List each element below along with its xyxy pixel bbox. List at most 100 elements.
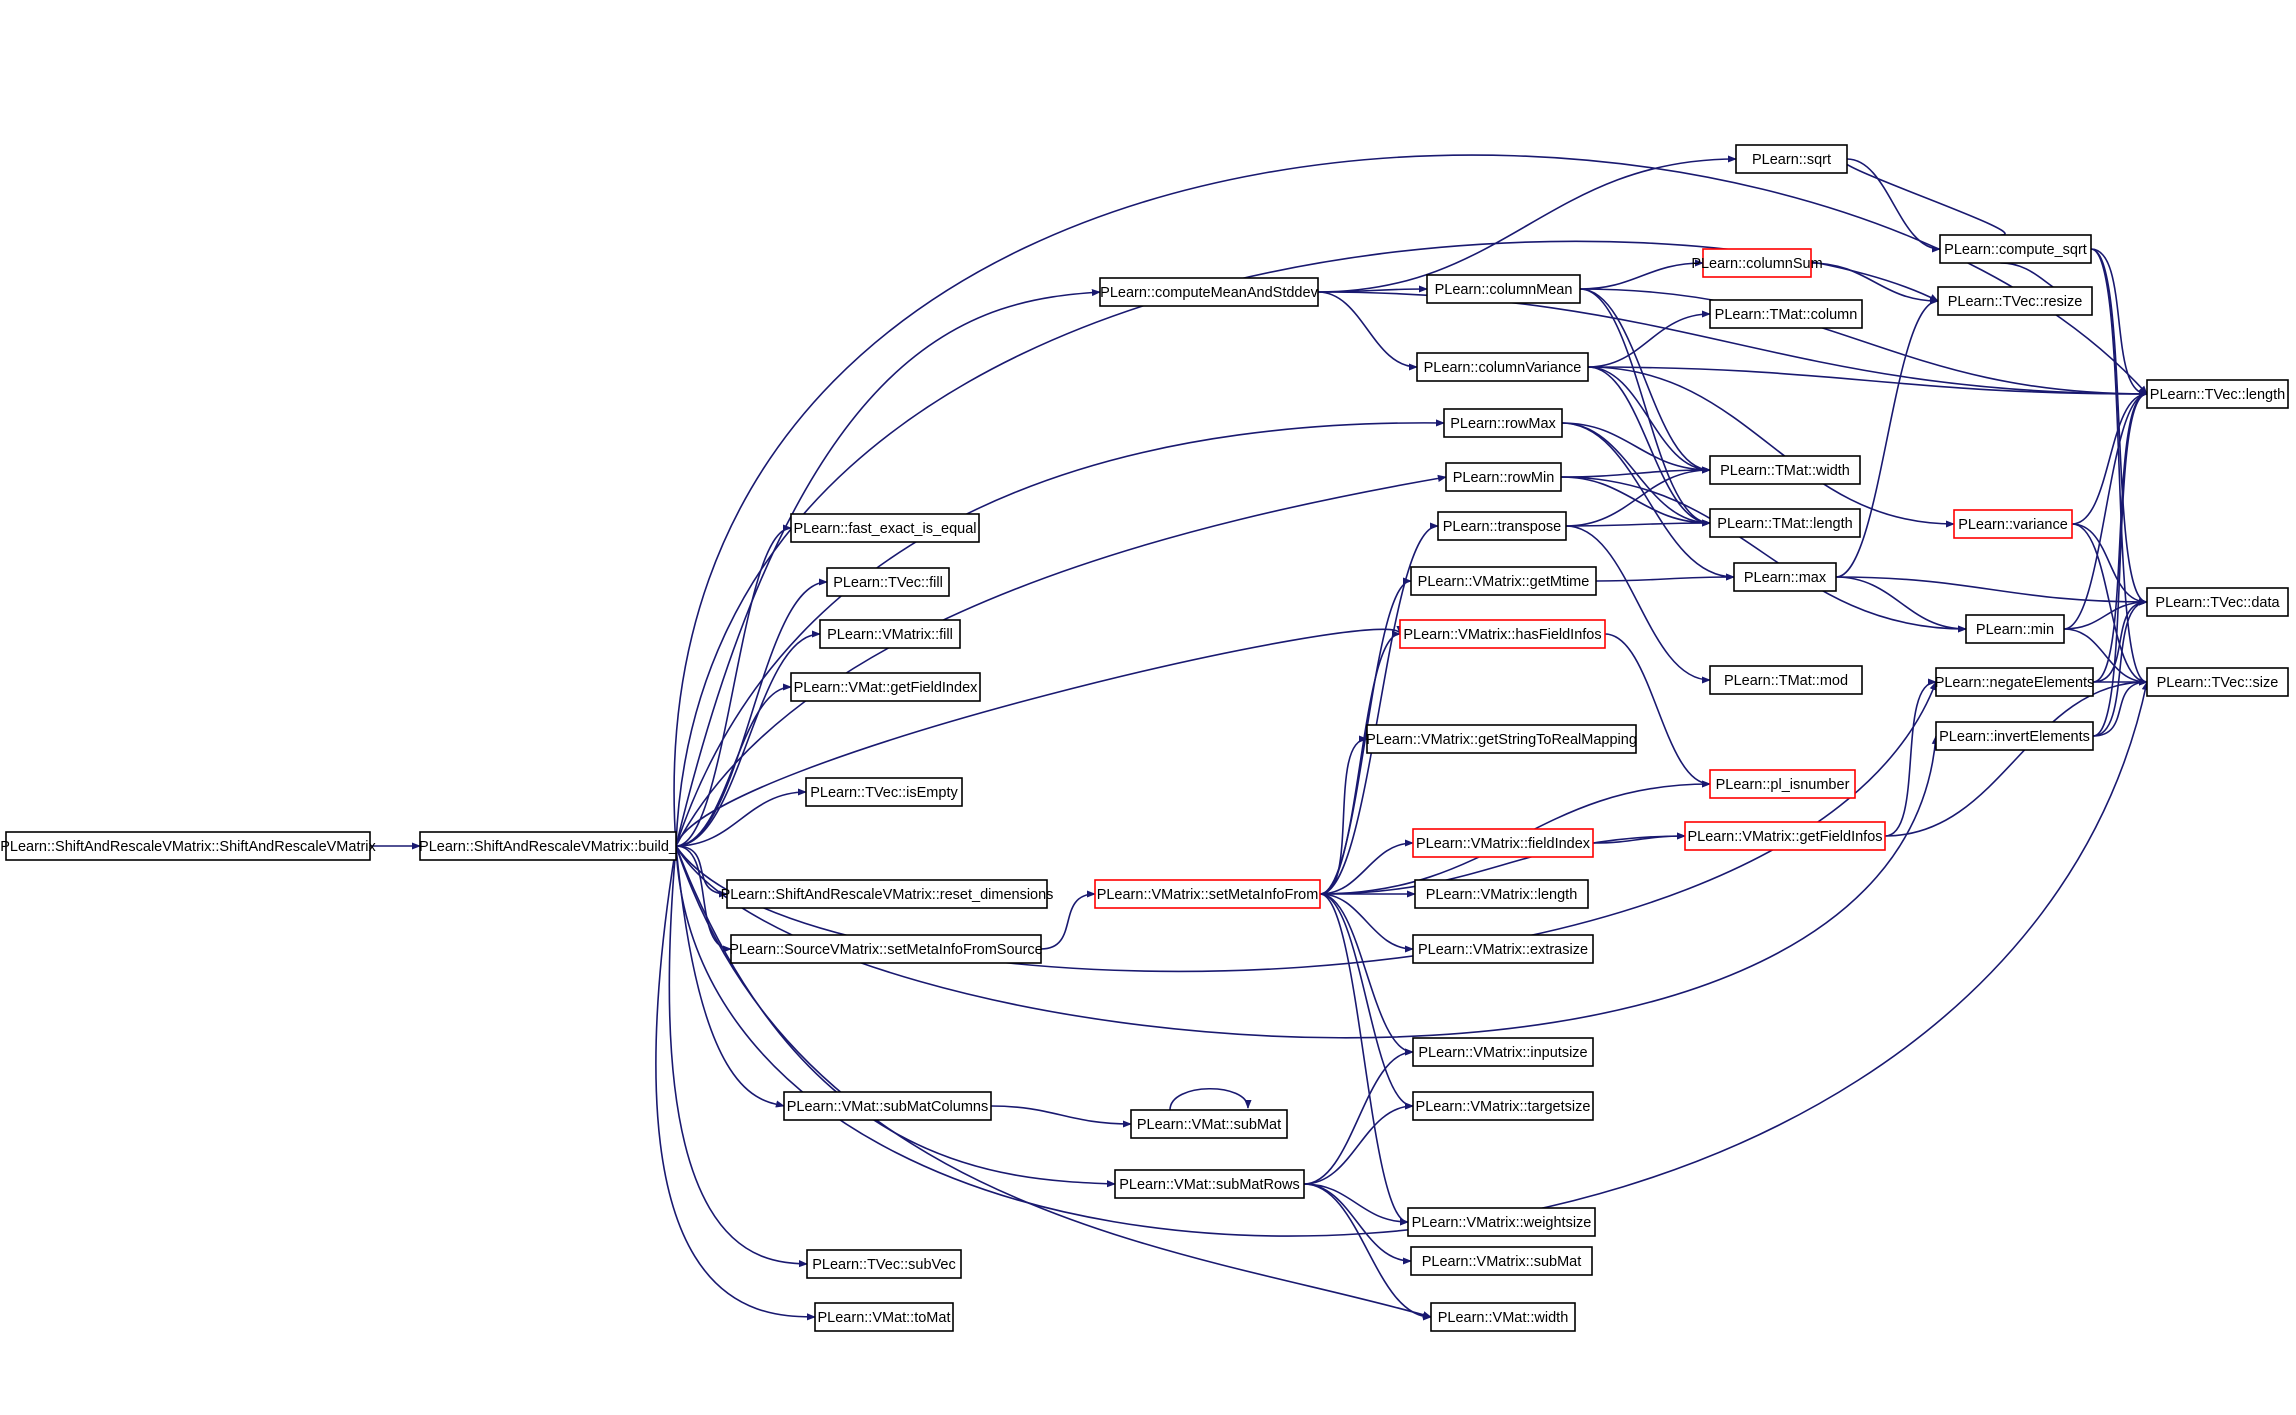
node-plearn-vmatrix-fill[interactable]: PLearn::VMatrix::fill xyxy=(819,619,961,649)
edge-n15-to-n35 xyxy=(1587,366,1711,474)
node-plearn-vmat-submat[interactable]: PLearn::VMat::subMat xyxy=(1130,1109,1288,1139)
edge-n32-to-n41 xyxy=(1846,158,1941,253)
node-box xyxy=(419,831,677,861)
node-plearn-columnmean[interactable]: PLearn::columnMean xyxy=(1426,274,1581,304)
node-plearn-vmatrix-inputsize[interactable]: PLearn::VMatrix::inputsize xyxy=(1412,1037,1594,1067)
node-plearn-columnsum[interactable]: PLearn::columnSum xyxy=(1691,248,1823,278)
node-plearn-tvec-data[interactable]: PLearn::TVec::data xyxy=(2146,587,2289,617)
edge-n18-to-n35 xyxy=(1565,466,1711,527)
node-plearn-shiftandrescalevmatrix-reset-dimensions[interactable]: PLearn::ShiftAndRescaleVMatrix::reset_di… xyxy=(721,879,1054,909)
edge-n11-to-n26 xyxy=(1303,1048,1414,1185)
edge-n37-to-n48 xyxy=(1835,576,2148,606)
node-label: PLearn::VMatrix::weightsize xyxy=(1412,1215,1592,1231)
node-plearn-tmat-length[interactable]: PLearn::TMat::length xyxy=(1709,508,1861,538)
node-label: PLearn::max xyxy=(1744,570,1827,586)
node-plearn-vmatrix-getmtime[interactable]: PLearn::VMatrix::getMtime xyxy=(1410,566,1597,596)
node-box xyxy=(1094,879,1321,909)
node-plearn-negateelements[interactable]: PLearn::negateElements xyxy=(1935,667,2095,697)
edge-n44-to-n49 xyxy=(2063,628,2148,686)
edge-n10-to-n28 xyxy=(990,1105,1132,1128)
edge-n41-to-n47 xyxy=(2090,248,2148,398)
node-box xyxy=(1099,277,1319,307)
edge-n23-to-n25 xyxy=(1319,893,1414,953)
node-box xyxy=(2146,379,2289,409)
node-plearn-vmatrix-submat[interactable]: PLearn::VMatrix::subMat xyxy=(1410,1246,1593,1276)
edge-n15-to-n47 xyxy=(1587,366,2148,398)
node-plearn-sourcevmatrix-setmetainfofromsource[interactable]: PLearn::SourceVMatrix::setMetaInfoFromSo… xyxy=(729,934,1043,964)
node-plearn-vmatrix-length[interactable]: PLearn::VMatrix::length xyxy=(1414,879,1589,909)
node-plearn-vmatrix-hasfieldinfos[interactable]: PLearn::VMatrix::hasFieldInfos xyxy=(1399,619,1606,649)
edge-n11-to-n30 xyxy=(1303,1183,1412,1265)
node-plearn-computemeanandstddev[interactable]: PLearn::computeMeanAndStddev xyxy=(1099,277,1319,307)
node-plearn-vmatrix-getstringtorealmapping[interactable]: PLearn::VMatrix::getStringToRealMapping xyxy=(1366,724,1637,754)
node-label: PLearn::TMat::length xyxy=(1717,516,1852,532)
node-plearn-sqrt[interactable]: PLearn::sqrt xyxy=(1735,144,1848,174)
node-box xyxy=(783,1091,992,1121)
node-box xyxy=(1965,614,2065,644)
node-label: PLearn::ShiftAndRescaleVMatrix::build_ xyxy=(419,839,678,855)
node-plearn-min[interactable]: PLearn::min xyxy=(1965,614,2065,644)
edge-n1-to-n6 xyxy=(675,683,792,847)
node-plearn-rowmax[interactable]: PLearn::rowMax xyxy=(1443,408,1563,438)
node-plearn-tvec-isempty[interactable]: PLearn::TVec::isEmpty xyxy=(805,777,963,807)
node-plearn-invertelements[interactable]: PLearn::invertElements xyxy=(1935,721,2094,751)
edge-n23-to-n40 xyxy=(1319,832,1686,895)
node-plearn-tmat-mod[interactable]: PLearn::TMat::mod xyxy=(1709,665,1863,695)
node-plearn-tmat-width[interactable]: PLearn::TMat::width xyxy=(1709,455,1861,485)
node-plearn-vmatrix-fieldindex[interactable]: PLearn::VMatrix::fieldIndex xyxy=(1412,828,1594,858)
node-box xyxy=(1702,248,1812,278)
node-plearn-pl-isnumber[interactable]: PLearn::pl_isnumber xyxy=(1709,769,1856,799)
node-label: PLearn::columnSum xyxy=(1691,256,1822,272)
node-label: PLearn::TVec::isEmpty xyxy=(810,785,958,801)
edges-layer xyxy=(370,154,2149,1321)
edge-n41-to-n49 xyxy=(2090,248,2148,686)
node-plearn-rowmin[interactable]: PLearn::rowMin xyxy=(1445,462,1562,492)
edge-n1-to-n17 xyxy=(675,474,1447,847)
node-plearn-transpose[interactable]: PLearn::transpose xyxy=(1437,511,1567,541)
node-plearn-vmatrix-setmetainfofrom[interactable]: PLearn::VMatrix::setMetaInfoFrom xyxy=(1094,879,1321,909)
node-plearn-tvec-subvec[interactable]: PLearn::TVec::subVec xyxy=(806,1249,962,1279)
node-plearn-vmat-getfieldindex[interactable]: PLearn::VMat::getFieldIndex xyxy=(790,672,981,702)
node-plearn-shiftandrescalevmatrix-shiftandrescalevmatrix[interactable]: PLearn::ShiftAndRescaleVMatrix::ShiftAnd… xyxy=(0,831,377,861)
node-plearn-tvec-resize[interactable]: PLearn::TVec::resize xyxy=(1937,286,2093,316)
node-plearn-fast-exact-is-equal[interactable]: PLearn::fast_exact_is_equal xyxy=(790,513,980,543)
node-label: PLearn::VMatrix::setMetaInfoFrom xyxy=(1097,887,1319,903)
node-box xyxy=(1935,667,2094,697)
edge-n9-to-n23 xyxy=(1040,890,1096,950)
node-box xyxy=(1709,299,1863,329)
node-label: PLearn::VMatrix::subMat xyxy=(1422,1254,1582,1270)
node-box xyxy=(1412,934,1594,964)
node-plearn-vmat-tomat[interactable]: PLearn::VMat::toMat xyxy=(814,1302,954,1332)
node-plearn-vmatrix-extrasize[interactable]: PLearn::VMatrix::extrasize xyxy=(1412,934,1594,964)
node-plearn-vmat-submatcolumns[interactable]: PLearn::VMat::subMatColumns xyxy=(783,1091,992,1121)
node-box xyxy=(1410,566,1597,596)
node-plearn-tvec-size[interactable]: PLearn::TVec::size xyxy=(2146,667,2289,697)
edge-n16-to-n35 xyxy=(1561,422,1711,474)
node-plearn-vmat-submatrows[interactable]: PLearn::VMat::subMatRows xyxy=(1114,1169,1305,1199)
node-box xyxy=(1130,1109,1288,1139)
node-plearn-vmatrix-weightsize[interactable]: PLearn::VMatrix::weightsize xyxy=(1407,1207,1596,1237)
node-plearn-tvec-length[interactable]: PLearn::TVec::length xyxy=(2146,379,2289,409)
node-plearn-columnvariance[interactable]: PLearn::columnVariance xyxy=(1416,352,1589,382)
edge-n40-to-n49 xyxy=(1884,678,2148,837)
node-plearn-shiftandrescalevmatrix-build[interactable]: PLearn::ShiftAndRescaleVMatrix::build_ xyxy=(419,831,678,861)
node-box xyxy=(1445,462,1562,492)
edge-n23-to-n27 xyxy=(1319,893,1414,1110)
node-label: PLearn::computeMeanAndStddev xyxy=(1100,285,1318,301)
edge-n23-to-n29 xyxy=(1319,893,1409,1226)
node-label: PLearn::TMat::width xyxy=(1720,463,1850,479)
node-plearn-tvec-fill[interactable]: PLearn::TVec::fill xyxy=(826,567,950,597)
node-plearn-tmat-column[interactable]: PLearn::TMat::column xyxy=(1709,299,1863,329)
node-box xyxy=(1437,511,1567,541)
node-box xyxy=(1735,144,1848,174)
node-label: PLearn::VMat::getFieldIndex xyxy=(794,680,979,696)
node-plearn-vmat-width[interactable]: PLearn::VMat::width xyxy=(1430,1302,1576,1332)
node-plearn-max[interactable]: PLearn::max xyxy=(1733,562,1837,592)
edge-n45-to-n48 xyxy=(2092,598,2148,683)
node-plearn-vmatrix-getfieldinfos[interactable]: PLearn::VMatrix::getFieldInfos xyxy=(1684,821,1886,851)
node-plearn-compute-sqrt[interactable]: PLearn::compute_sqrt xyxy=(1939,234,2092,264)
node-plearn-vmatrix-targetsize[interactable]: PLearn::VMatrix::targetsize xyxy=(1412,1091,1594,1121)
node-box xyxy=(805,777,963,807)
node-plearn-variance[interactable]: PLearn::variance xyxy=(1953,509,2073,539)
